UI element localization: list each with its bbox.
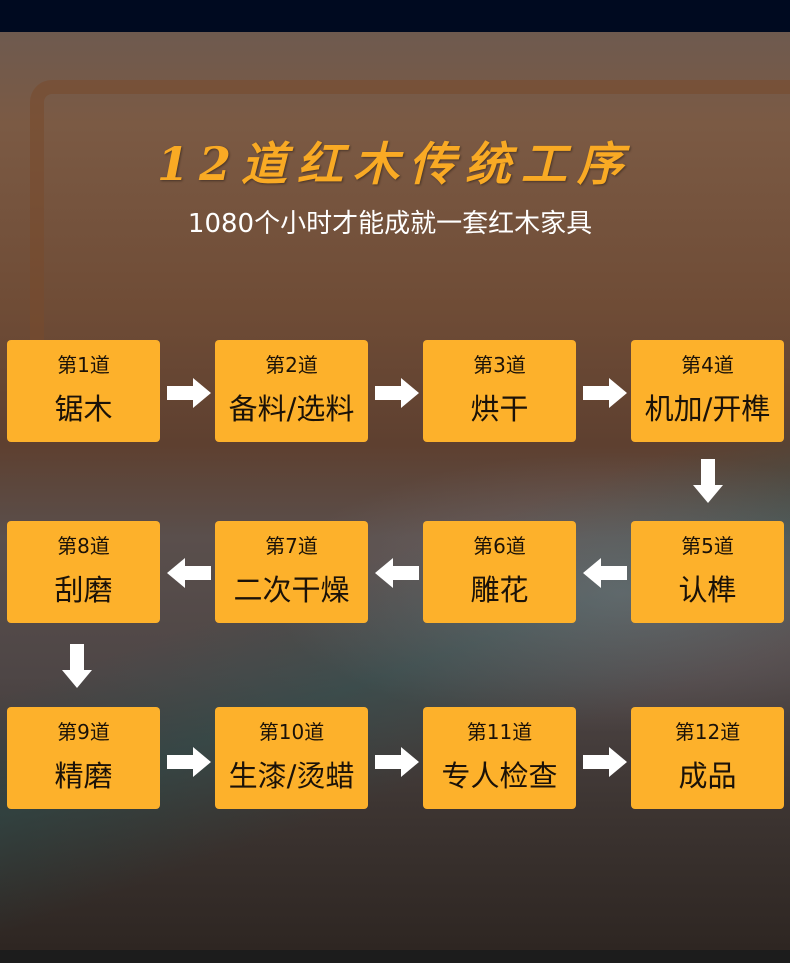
top-band xyxy=(0,0,790,32)
step-name: 机加/开榫 xyxy=(644,392,771,426)
bed-headboard xyxy=(30,80,790,380)
step-name: 成品 xyxy=(678,759,737,793)
page-title: 12道红木传统工序 xyxy=(156,137,633,191)
step-number: 第4道 xyxy=(681,353,734,377)
step-5: 第5道认榫 xyxy=(631,521,784,623)
arrow-left-icon xyxy=(375,558,419,588)
arrow-right-icon xyxy=(375,747,419,777)
step-3: 第3道烘干 xyxy=(423,340,576,442)
step-number: 第3道 xyxy=(473,353,526,377)
step-number: 第7道 xyxy=(265,534,318,558)
arrow-right-icon xyxy=(167,747,211,777)
page-subtitle: 1080个小时才能成就一套红木家具 xyxy=(187,209,593,239)
step-11: 第11道专人检查 xyxy=(423,707,576,809)
arrow-down-icon xyxy=(693,459,723,503)
arrow-right-icon xyxy=(583,378,627,408)
step-8: 第8道刮磨 xyxy=(7,521,160,623)
arrow-right-icon xyxy=(583,747,627,777)
step-name: 锯木 xyxy=(54,392,113,426)
step-number: 第1道 xyxy=(57,353,110,377)
step-name: 烘干 xyxy=(470,392,529,426)
step-name: 精磨 xyxy=(54,759,113,793)
step-number: 第9道 xyxy=(57,720,110,744)
step-number: 第5道 xyxy=(681,534,734,558)
step-12: 第12道成品 xyxy=(631,707,784,809)
step-name: 专人检查 xyxy=(441,759,558,793)
step-number: 第11道 xyxy=(466,720,533,744)
step-10: 第10道生漆/烫蜡 xyxy=(215,707,368,809)
step-name: 刮磨 xyxy=(54,573,113,607)
arrow-left-icon xyxy=(167,558,211,588)
arrow-down-icon xyxy=(62,644,92,688)
step-name: 备料/选料 xyxy=(228,392,355,426)
step-name: 雕花 xyxy=(470,573,529,607)
bottom-band xyxy=(0,950,790,963)
step-number: 第10道 xyxy=(258,720,325,744)
step-number: 第12道 xyxy=(674,720,741,744)
arrow-right-icon xyxy=(167,378,211,408)
step-number: 第8道 xyxy=(57,534,110,558)
step-number: 第2道 xyxy=(265,353,318,377)
step-number: 第6道 xyxy=(473,534,526,558)
step-6: 第6道雕花 xyxy=(423,521,576,623)
step-name: 二次干燥 xyxy=(233,573,350,607)
step-2: 第2道备料/选料 xyxy=(215,340,368,442)
arrow-right-icon xyxy=(375,378,419,408)
step-9: 第9道精磨 xyxy=(7,707,160,809)
step-1: 第1道锯木 xyxy=(7,340,160,442)
arrow-left-icon xyxy=(583,558,627,588)
step-7: 第7道二次干燥 xyxy=(215,521,368,623)
step-4: 第4道机加/开榫 xyxy=(631,340,784,442)
step-name: 认榫 xyxy=(678,573,737,607)
step-name: 生漆/烫蜡 xyxy=(228,759,355,793)
